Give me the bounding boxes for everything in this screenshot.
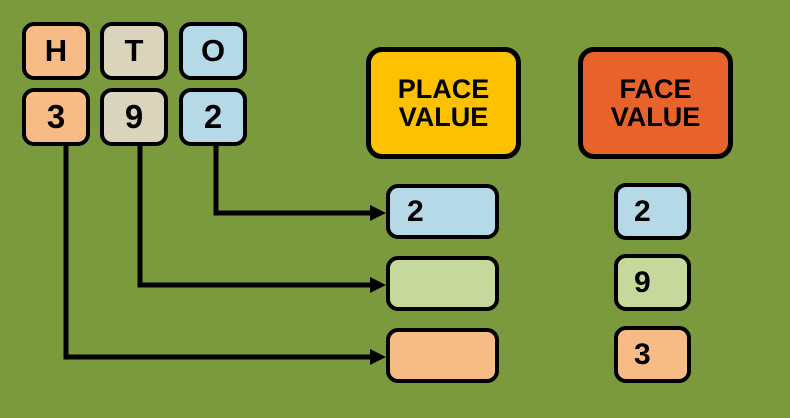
face-value-header[interactable]: FACE VALUE <box>578 47 733 159</box>
column-label-tens-text: T <box>124 32 144 68</box>
place-value-header[interactable]: PLACE VALUE <box>366 47 521 159</box>
place-value-header-line2: VALUE <box>398 102 489 132</box>
column-label-ones-text: O <box>200 32 226 68</box>
place-value-header-line1: PLACE <box>397 73 490 104</box>
column-label-ones[interactable]: O <box>179 22 247 80</box>
column-label-hundreds[interactable]: H <box>22 22 90 80</box>
face-value-slot-ones-text: 2 <box>634 194 651 228</box>
digit-ones-text: 2 <box>203 97 223 135</box>
digit-tens[interactable]: 9 <box>100 88 168 146</box>
place-value-slot-ones[interactable]: 2 <box>386 184 499 239</box>
place-value-slot-ones-text: 2 <box>407 194 424 228</box>
digit-hundreds[interactable]: 3 <box>22 88 90 146</box>
face-value-header-line2: VALUE <box>610 102 701 132</box>
hundreds-connector <box>63 146 386 365</box>
tens-connector <box>137 146 386 293</box>
face-value-slot-ones[interactable]: 2 <box>614 183 691 240</box>
place-value-slot-tens[interactable] <box>386 256 499 311</box>
place-value-slot-hundreds[interactable] <box>386 328 499 383</box>
digit-tens-text: 9 <box>124 97 144 135</box>
face-value-slot-tens-text: 9 <box>634 265 651 299</box>
face-value-slot-hundreds-text: 3 <box>634 337 651 371</box>
column-label-tens[interactable]: T <box>100 22 168 80</box>
digit-hundreds-text: 3 <box>46 97 66 135</box>
digit-ones[interactable]: 2 <box>179 88 247 146</box>
face-value-header-line1: FACE <box>619 73 692 104</box>
face-value-slot-hundreds[interactable]: 3 <box>614 326 691 383</box>
ones-connector <box>213 146 386 221</box>
face-value-slot-tens[interactable]: 9 <box>614 254 691 311</box>
column-label-hundreds-text: H <box>44 32 68 68</box>
